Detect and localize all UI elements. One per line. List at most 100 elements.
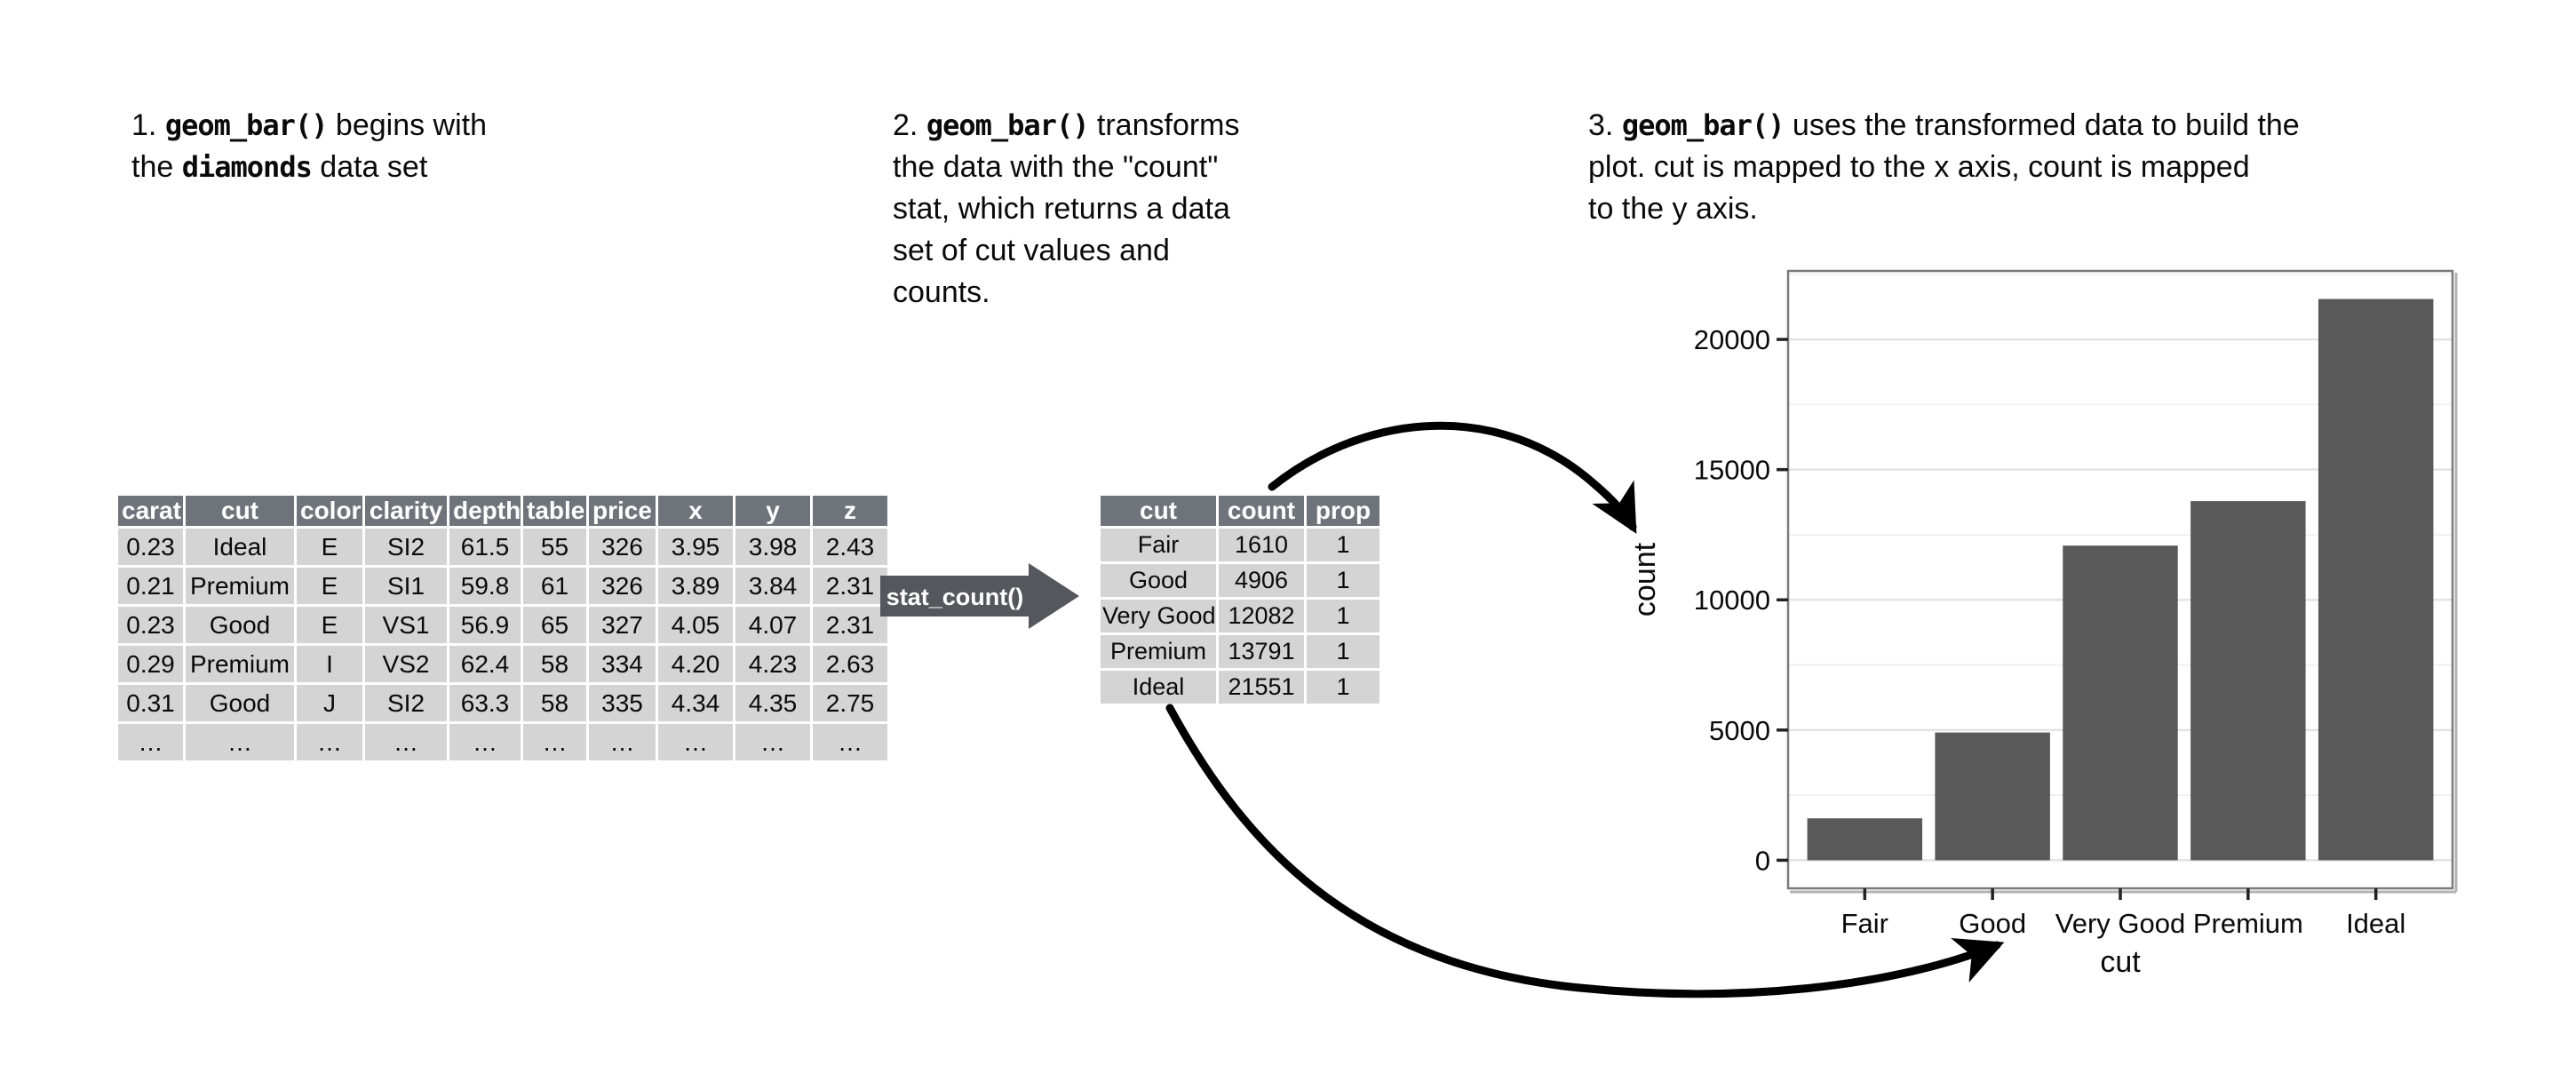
column-header: table — [523, 496, 586, 526]
y-tick-label: 5000 — [1709, 715, 1770, 746]
table-cell: Good — [186, 607, 294, 643]
code-token: geom_bar() — [926, 108, 1090, 142]
text-token: uses the transformed data to build the — [1784, 108, 2300, 142]
table-cell: J — [297, 685, 362, 721]
table-cell: 326 — [589, 529, 656, 565]
table-cell: Very Good — [1101, 600, 1216, 632]
column-header: count — [1219, 496, 1304, 526]
column-header: color — [297, 496, 362, 526]
text-token: begins with — [327, 108, 488, 142]
bar-ideal — [2318, 298, 2434, 861]
table-cell: 0.23 — [118, 607, 183, 643]
table-cell: 4.34 — [658, 685, 733, 721]
bar-very-good — [2063, 545, 2178, 861]
table-cell: 4.20 — [658, 646, 733, 682]
table-cell: Premium — [1101, 635, 1216, 668]
table-cell: 63.3 — [449, 685, 521, 721]
table-cell: … — [118, 724, 183, 760]
annotation-line: to the y axis. — [1588, 188, 2571, 230]
table-cell: 61.5 — [449, 529, 521, 565]
table-cell: 2.63 — [813, 646, 887, 682]
table-cell: 2.31 — [813, 568, 887, 604]
table-cell: 59.8 — [449, 568, 521, 604]
table-cell: 1610 — [1219, 529, 1304, 561]
x-tick-label: Premium — [2193, 908, 2303, 939]
stat-count-arrow: stat_count() — [880, 563, 1079, 629]
table-cell: 2.75 — [813, 685, 887, 721]
table-cell: 2.31 — [813, 607, 887, 643]
text-token: to the y axis. — [1588, 192, 1758, 226]
table-cell: SI2 — [365, 529, 447, 565]
column-header: y — [735, 496, 810, 526]
text-token: set of cut values and — [893, 234, 1170, 267]
table-cell: 58 — [523, 646, 586, 682]
table-cell: 65 — [523, 607, 586, 643]
table-cell: 1 — [1307, 564, 1379, 597]
table-cell: VS2 — [365, 646, 447, 682]
table-cell: Fair — [1101, 529, 1216, 561]
table-cell: … — [589, 724, 656, 760]
table-cell: 58 — [523, 685, 586, 721]
column-header: x — [658, 496, 733, 526]
table-cell: 1 — [1307, 529, 1379, 561]
text-token: the data with the "count" — [893, 150, 1219, 184]
x-tick-label: Fair — [1841, 908, 1888, 939]
table-cell: … — [813, 724, 887, 760]
table-cell: … — [523, 724, 586, 760]
table-cell: … — [658, 724, 733, 760]
table-row: ………………………… — [118, 724, 887, 760]
text-token: plot. cut is mapped to the x axis, count… — [1588, 150, 2250, 184]
column-header: carat — [118, 496, 183, 526]
table-cell: E — [297, 568, 362, 604]
table-cell: SI1 — [365, 568, 447, 604]
table-cell: 61 — [523, 568, 586, 604]
code-token: diamonds — [181, 150, 313, 184]
table-cell: … — [735, 724, 810, 760]
table-cell: 0.31 — [118, 685, 183, 721]
column-header: clarity — [365, 496, 447, 526]
text-token: 2. — [893, 108, 926, 142]
annotation-line: 3. geom_bar() uses the transformed data … — [1588, 105, 2571, 147]
x-tick-label: Good — [1959, 908, 2026, 939]
table-cell: 56.9 — [449, 607, 521, 643]
table-cell: Ideal — [186, 529, 294, 565]
table-cell: Premium — [186, 568, 294, 604]
y-tick-label: 0 — [1755, 845, 1770, 876]
table-cell: 3.98 — [735, 529, 810, 565]
column-header: prop — [1307, 496, 1379, 526]
table-cell: E — [297, 529, 362, 565]
y-tick-label: 15000 — [1694, 455, 1770, 486]
annotation-line: counts. — [893, 272, 1431, 314]
table-cell: Good — [1101, 564, 1216, 597]
annotation-line: stat, which returns a data — [893, 188, 1431, 230]
text-token: data set — [311, 150, 428, 184]
table-cell: 327 — [589, 607, 656, 643]
table-cell: 55 — [523, 529, 586, 565]
annotation-line: 1. geom_bar() begins with — [131, 105, 670, 147]
text-token: stat, which returns a data — [893, 192, 1230, 226]
table-cell: 335 — [589, 685, 656, 721]
annotation-step-3: 3. geom_bar() uses the transformed data … — [1588, 105, 2571, 230]
table-cell: 0.23 — [118, 529, 183, 565]
table-cell: E — [297, 607, 362, 643]
table-cell: 4906 — [1219, 564, 1304, 597]
text-token: 3. — [1588, 108, 1622, 142]
table-cell: 4.23 — [735, 646, 810, 682]
column-header: cut — [1101, 496, 1216, 526]
table-cell: I — [297, 646, 362, 682]
table-cell: 1 — [1307, 600, 1379, 632]
table-cell: 3.89 — [658, 568, 733, 604]
